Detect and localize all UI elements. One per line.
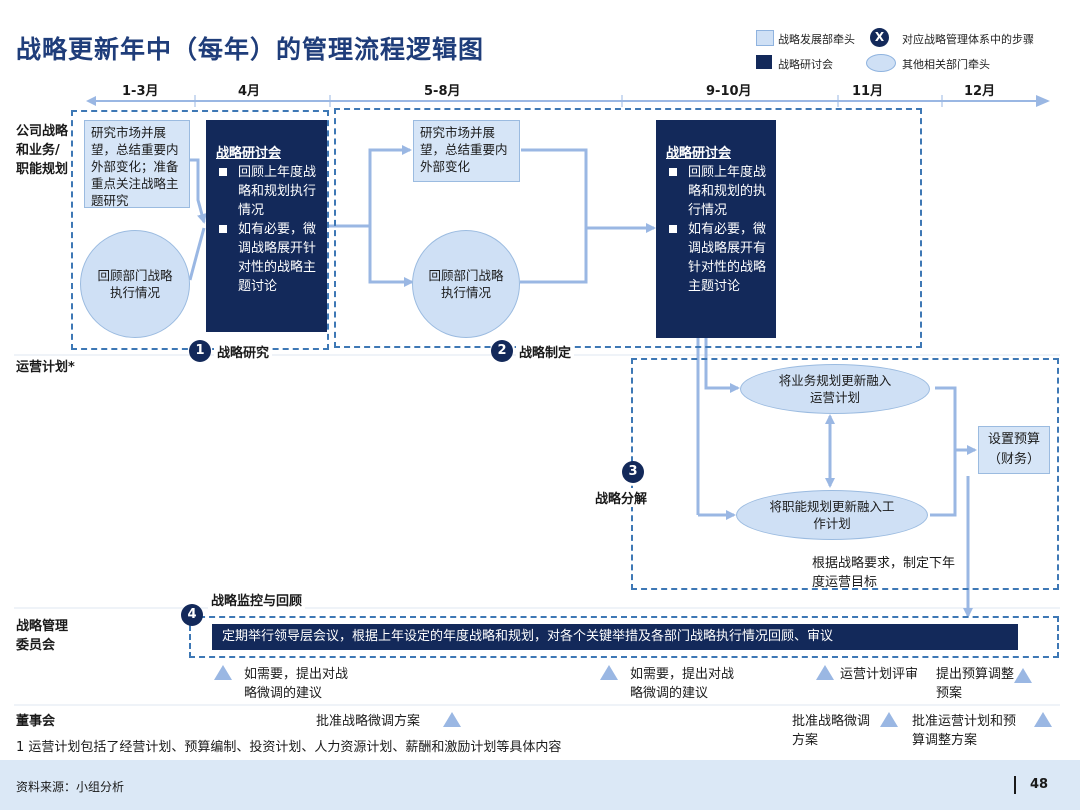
triangle-marker-icon [880, 712, 898, 727]
triangle-marker-icon [443, 712, 461, 727]
phase2-seminar-bullet: 回顾上年度战略和规划的执行情况 [666, 163, 768, 220]
phase3-target-note: 根据战略要求，制定下年度运营目标 [812, 556, 956, 590]
phase4-dashed-frame [189, 616, 1059, 658]
board-note: 批准战略微调方案 [792, 714, 871, 748]
legend-swatch-dept-lead [756, 30, 774, 46]
triangle-marker-icon [1014, 668, 1032, 683]
phase1-step-number: 1 [189, 340, 211, 362]
row-label-committee: 战略管理委员会 [16, 619, 69, 653]
phase2-research-box: 研究市场并展望，总结重要内外部变化 [413, 120, 520, 182]
committee-note: 如需要，提出对战略微调的建议 [630, 667, 735, 701]
row-label-operating: 运营计划* [16, 360, 75, 375]
phase3-label: 战略分解 [592, 488, 651, 507]
committee-note: 如需要，提出对战略微调的建议 [244, 667, 349, 701]
phase2-seminar-head: 战略研讨会 [666, 146, 732, 161]
phase2-dashed-frame [334, 108, 922, 348]
phase4-step-number: 4 [181, 604, 203, 626]
row-label-board: 董事会 [16, 714, 56, 729]
phase3-business-ellipse: 将业务规划更新融入运营计划 [740, 364, 930, 414]
phase1-review-text: 回顾部门战略执行情况 [97, 268, 173, 300]
phase4-monitoring-bar: 定期举行领导层会议，根据上年设定的年度战略和规划，对各个关键举措及各部门战略执行… [212, 624, 1018, 650]
legend-other-dept: 其他相关部门牵头 [902, 58, 990, 71]
phase3-function-ellipse: 将职能规划更新融入工作计划 [736, 490, 928, 540]
committee-note: 运营计划评审 [840, 667, 919, 682]
legend-swatch-seminar [756, 55, 772, 69]
footer-source: 资料来源：小组分析 [16, 780, 125, 794]
legend-dept-lead: 战略发展部牵头 [778, 33, 855, 46]
phase2-seminar-box: 战略研讨会 回顾上年度战略和规划的执行情况 如有必要，微调战略展开有针对性的战略… [656, 120, 776, 338]
footer-bar [0, 760, 1080, 810]
triangle-marker-icon [816, 665, 834, 680]
triangle-marker-icon [600, 665, 618, 680]
footnote: 1 运营计划包括了经营计划、预算编制、投资计划、人力资源计划、薪酬和激励计划等具… [16, 740, 562, 755]
triangle-marker-icon [1034, 712, 1052, 727]
phase1-review-ellipse: 回顾部门战略执行情况 [80, 230, 190, 338]
phase2-review-ellipse: 回顾部门战略执行情况 [412, 230, 520, 338]
phase3-business-text: 将业务规划更新融入运营计划 [778, 373, 892, 405]
legend-seminar: 战略研讨会 [778, 58, 833, 71]
phase1-research-box: 研究市场并展望，总结重要内外部变化；准备重点关注战略主题研究 [84, 120, 190, 208]
row-label-corporate: 公司战略和业务/职能规划 [16, 124, 69, 177]
footer-divider [1014, 776, 1016, 794]
phase3-step-number: 3 [622, 461, 644, 483]
board-note: 批准运营计划和预算调整方案 [912, 714, 1017, 748]
phase2-seminar-bullet: 如有必要，微调战略展开有针对性的战略主题讨论 [666, 220, 768, 296]
page-number: 48 [1030, 777, 1049, 792]
phase3-function-text: 将职能规划更新融入工作计划 [769, 499, 895, 531]
committee-note: 提出预算调整预案 [936, 667, 1015, 701]
triangle-marker-icon [214, 665, 232, 680]
legend-step-in-system: 对应战略管理体系中的步骤 [902, 33, 1034, 46]
legend-step-x-icon: X [870, 28, 889, 47]
phase2-step-number: 2 [491, 340, 513, 362]
phase3-budget-box: 设置预算（财务） [978, 426, 1050, 474]
phase1-seminar-head: 战略研讨会 [216, 146, 282, 161]
phase1-seminar-bullet: 回顾上年度战略和规划执行情况 [216, 163, 319, 220]
phase2-label: 战略制定 [516, 342, 575, 361]
phase4-label: 战略监控与回顾 [208, 590, 306, 609]
phase1-seminar-bullet: 如有必要，微调战略展开针对性的战略主题讨论 [216, 220, 319, 296]
page-title: 战略更新年中（每年）的管理流程逻辑图 [16, 35, 485, 64]
phase1-label: 战略研究 [214, 342, 273, 361]
phase2-review-text: 回顾部门战略执行情况 [428, 268, 504, 300]
legend-ellipse-icon [866, 54, 896, 72]
phase1-seminar-box: 战略研讨会 回顾上年度战略和规划执行情况 如有必要，微调战略展开针对性的战略主题… [206, 120, 327, 332]
board-note: 批准战略微调方案 [316, 714, 421, 729]
